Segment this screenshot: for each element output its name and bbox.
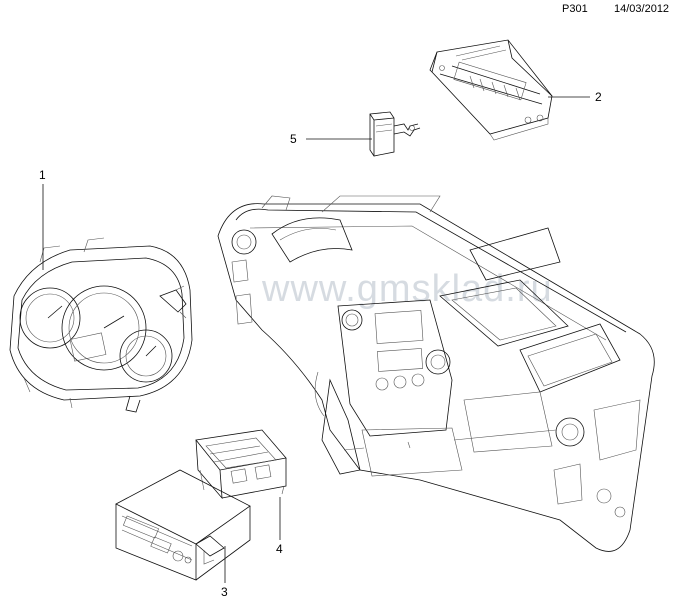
part-1-instrument-cluster: [9, 237, 193, 413]
dashboard-assembly: [217, 195, 655, 552]
callout-5: 5: [290, 132, 297, 146]
callout-2: 2: [595, 90, 602, 104]
part-4-bracket: [195, 429, 287, 500]
callout-3: 3: [221, 585, 228, 599]
watermark: www.gmsklad.ru: [262, 268, 553, 310]
callout-4: 4: [276, 542, 283, 556]
callout-1: 1: [39, 168, 46, 182]
diagram-code: P301: [562, 3, 588, 15]
part-2-control-unit: [429, 39, 553, 141]
part-5-switch: [369, 111, 421, 157]
part-3-tacho-unit: [115, 469, 251, 581]
callout-leaders: [42, 96, 590, 583]
diagram-date: 14/03/2012: [614, 3, 670, 15]
